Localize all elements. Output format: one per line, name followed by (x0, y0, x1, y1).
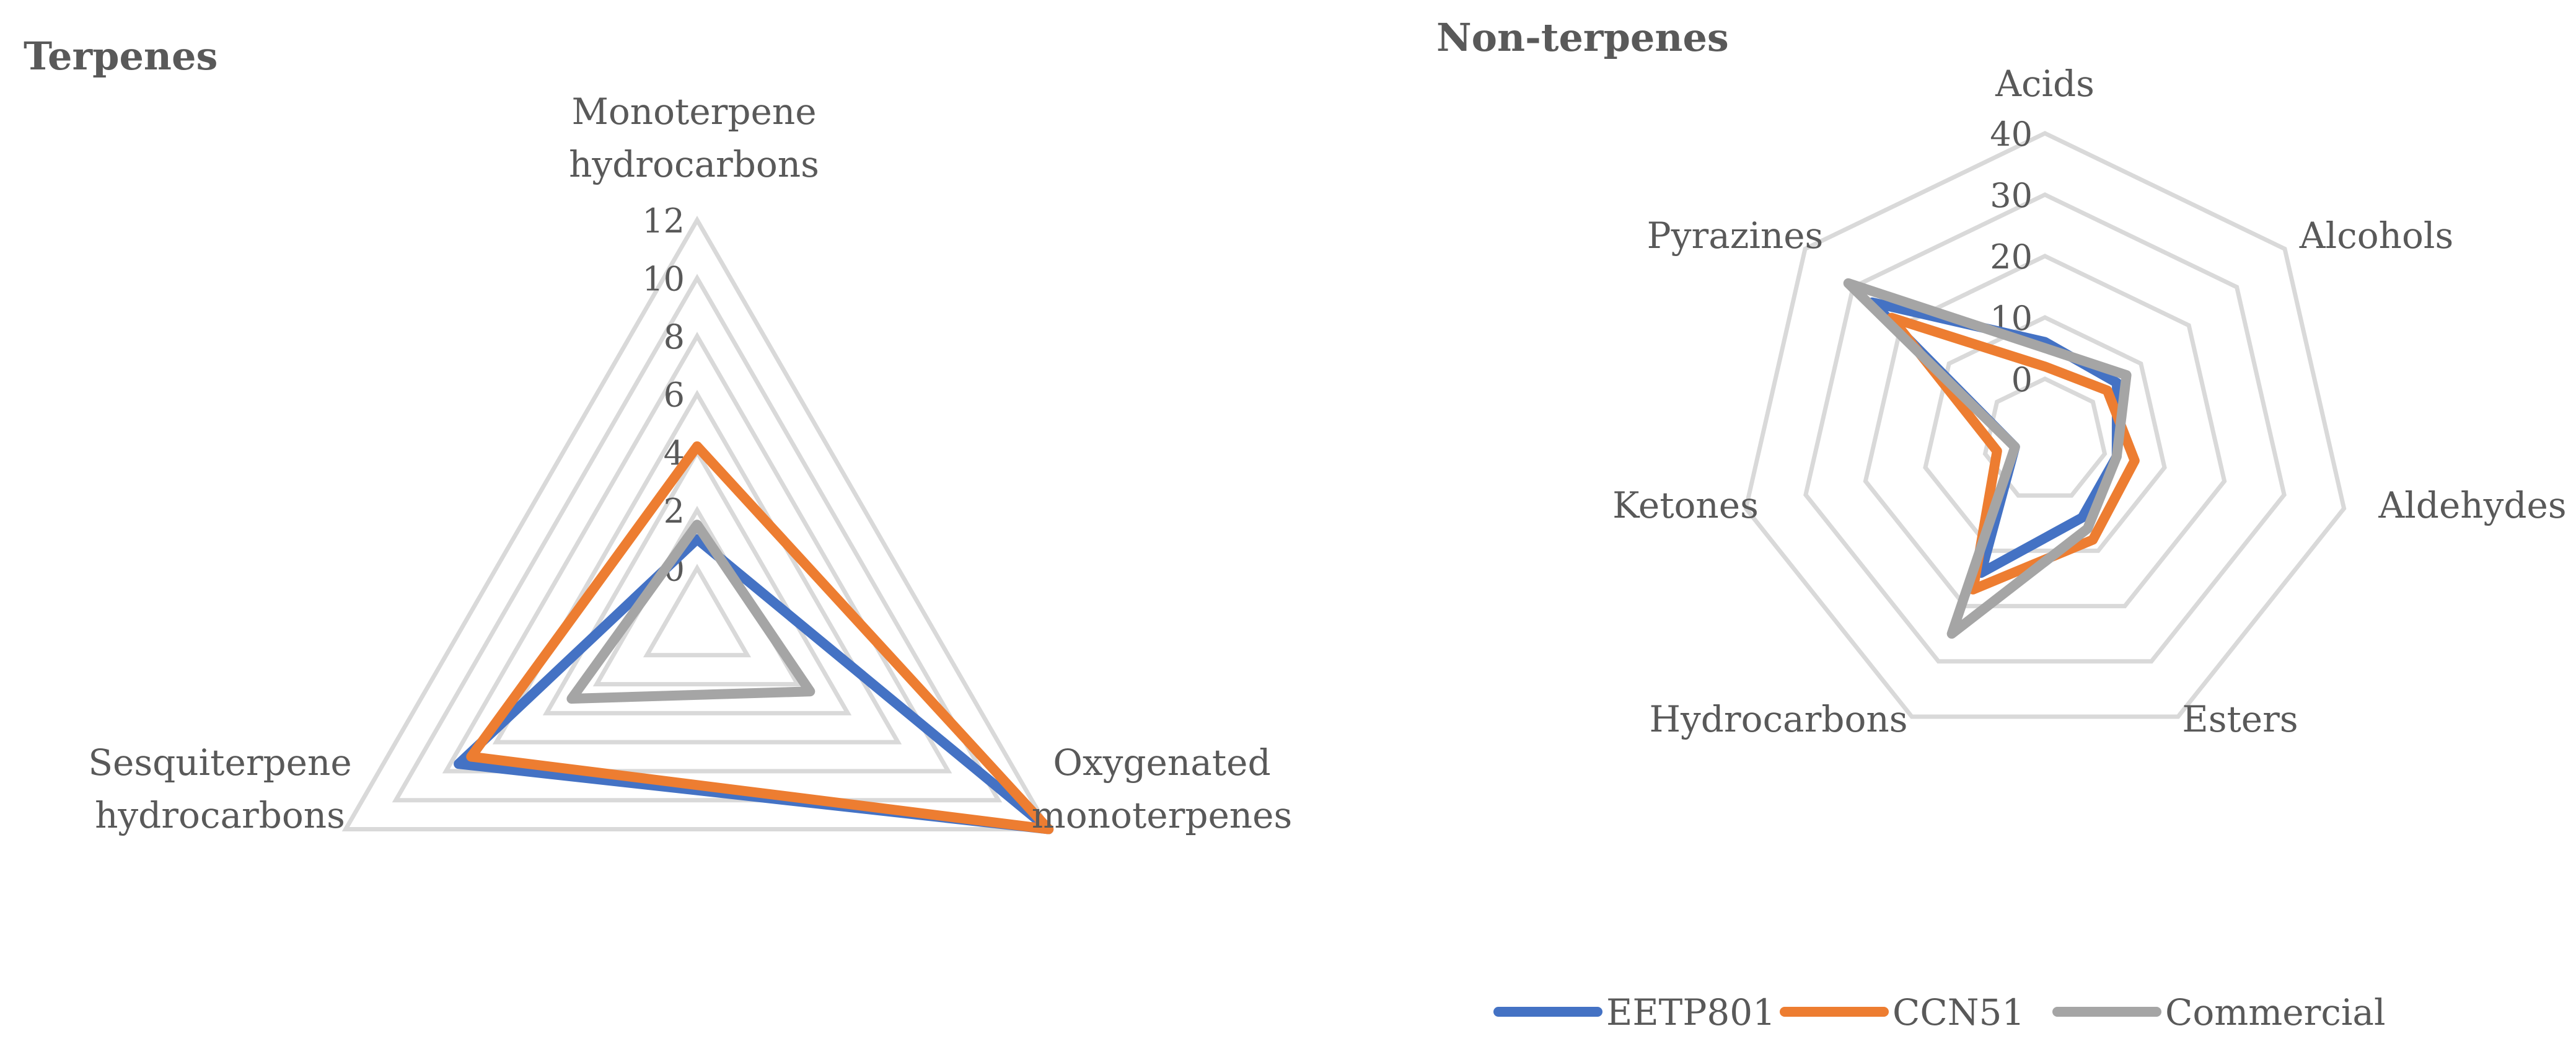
terpenes-tick-label-10: 10 (642, 260, 685, 299)
terpenes-series (454, 441, 1054, 834)
legend-item-eetp801: EETP801 (1493, 991, 1775, 1033)
non-terpenes-axis-label-pyrazines: Pyrazines (1647, 215, 1824, 257)
non-terpenes-series (1843, 278, 2140, 639)
non-terpenes-chart-title: Non-terpenes (1436, 15, 1729, 60)
non-terpenes-tick-label-40: 40 (1990, 115, 2033, 154)
terpenes-axis-label-line: monoterpenes (1032, 794, 1292, 836)
legend-label-commercial: Commercial (2165, 991, 2386, 1033)
non-terpenes-axis-label-ketones: Ketones (1612, 484, 1759, 526)
non-terpenes-tick-label-30: 30 (1990, 176, 2033, 215)
non-terpenes-axis-label-line: Aldehydes (2378, 484, 2566, 526)
legend-label-ccn51: CCN51 (1892, 991, 2024, 1033)
non-terpenes-axis-label-line: Alcohols (2299, 215, 2453, 257)
terpenes-grid-ring-12 (341, 215, 1053, 831)
terpenes-tick-label-6: 6 (664, 376, 685, 415)
non-terpenes-grid-ring-0 (1982, 376, 2108, 498)
terpenes-axis-label-monoterpene-hydrocarbons: Monoterpene hydrocarbons (569, 91, 819, 185)
non-terpenes-tick-label-0: 0 (2011, 360, 2033, 399)
non-terpenes-grid-ring-30 (1803, 192, 2287, 664)
non-terpenes-axis-label-line: Esters (2182, 698, 2298, 740)
non-terpenes-grid-ring-40 (1743, 131, 2347, 719)
terpenes-series-commercial (566, 520, 815, 704)
legend-item-commercial: Commercial (2052, 991, 2386, 1033)
non-terpenes-axis-label-esters: Esters (2182, 698, 2298, 740)
non-terpenes-grid-ring-20 (1863, 254, 2227, 609)
legend-label-eetp801: EETP801 (1606, 991, 1775, 1033)
non-terpenes-axis-label-hydrocarbons: Hydrocarbons (1649, 698, 1907, 740)
terpenes-axis-label-line: Oxygenated (1053, 741, 1270, 784)
non-terpenes-axis-label-line: Hydrocarbons (1649, 698, 1907, 740)
terpenes-grid-ring-10 (392, 273, 1003, 803)
terpenes-tick-label-12: 12 (642, 201, 685, 241)
non-terpenes-tick-label-20: 20 (1990, 237, 2033, 277)
non-terpenes-axis-label-aldehydes: Aldehydes (2378, 484, 2566, 526)
non-terpenes-axis-label-line: Acids (1995, 63, 2095, 105)
terpenes-series-ccn51 (466, 441, 1054, 834)
non-terpenes-axis-label-line: Ketones (1612, 484, 1759, 526)
non-terpenes-series-commercial (1843, 278, 2132, 639)
terpenes-grid-ring-8 (442, 332, 952, 774)
non-terpenes-grid (1743, 131, 2347, 719)
terpenes-axis-label-line: hydrocarbons (569, 143, 819, 185)
terpenes-axis-label-line: Sesquiterpene (88, 741, 351, 784)
non-terpenes-axis-label-alcohols: Alcohols (2299, 215, 2453, 257)
terpenes-grid-ring-0 (643, 564, 752, 658)
terpenes-tick-label-2: 2 (664, 492, 685, 531)
legend: EETP801 CCN51 Commercial (1493, 991, 2386, 1033)
terpenes-axis-label-oxygenated-monoterpenes: Oxygenated monoterpenes (1032, 741, 1292, 836)
terpenes-tick-label-8: 8 (664, 317, 685, 356)
terpenes-axis-label-line: hydrocarbons (95, 794, 345, 836)
terpenes-chart-title: Terpenes (24, 33, 218, 79)
terpenes-grid-ring-4 (542, 448, 852, 715)
non-terpenes-axis-label-line: Pyrazines (1647, 215, 1824, 257)
non-terpenes-axis-label-acids: Acids (1995, 63, 2095, 105)
terpenes-axis-label-sesquiterpene-hydrocarbons: Sesquiterpene hydrocarbons (88, 741, 351, 836)
terpenes-axis-label-line: Monoterpene (571, 91, 816, 133)
legend-item-ccn51: CCN51 (1780, 991, 2024, 1033)
terpenes-grid-ring-6 (492, 389, 902, 745)
